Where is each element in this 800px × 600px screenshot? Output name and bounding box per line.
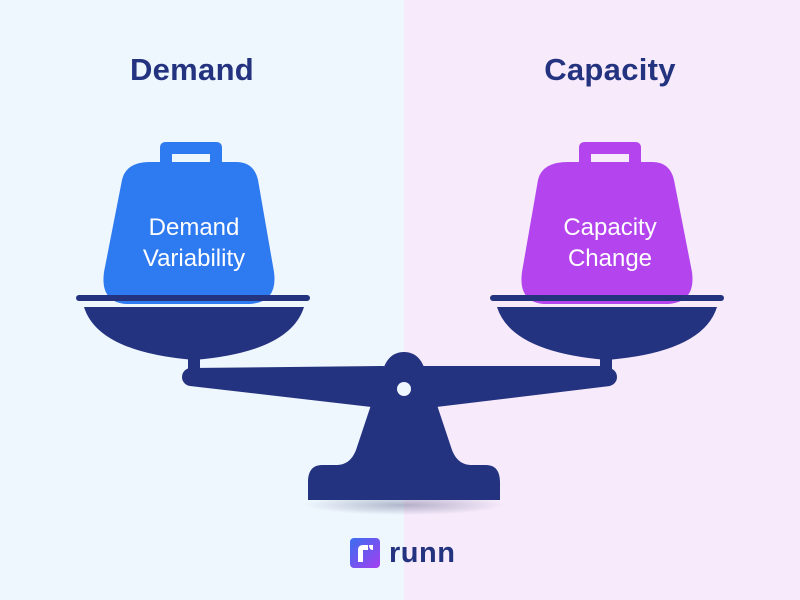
demand-weight-label-line1: Demand [148,214,240,241]
weight-body [521,162,693,304]
demand-weight-label: Demand Variability [94,212,294,274]
weight-handle [160,142,222,168]
demand-weight-label-line2: Variability [142,245,246,272]
demand-weight [103,142,275,304]
right-pan-bowl [497,307,717,360]
runn-logo-icon [350,538,380,568]
left-pan-bowl [84,307,304,360]
scale-beam-right [420,366,610,408]
left-pivot-knob [182,368,200,386]
right-pivot-knob [599,368,617,386]
left-pan-rim [76,295,310,301]
capacity-weight-label: Capacity Change [510,212,710,274]
weight-body [103,162,275,304]
capacity-weight-label-line1: Capacity [563,214,657,241]
right-pan-rim [490,295,724,301]
capacity-heading: Capacity [544,52,676,87]
runn-logo-text: runn [389,537,456,569]
capacity-weight [521,142,693,304]
pivot-hole [397,382,411,396]
scale-stand [308,352,500,500]
demand-heading: Demand [129,52,255,87]
runn-logo: runn [350,538,455,568]
weight-handle [579,142,641,168]
capacity-weight-label-line2: Change [567,245,653,272]
scale-beam [190,366,384,408]
